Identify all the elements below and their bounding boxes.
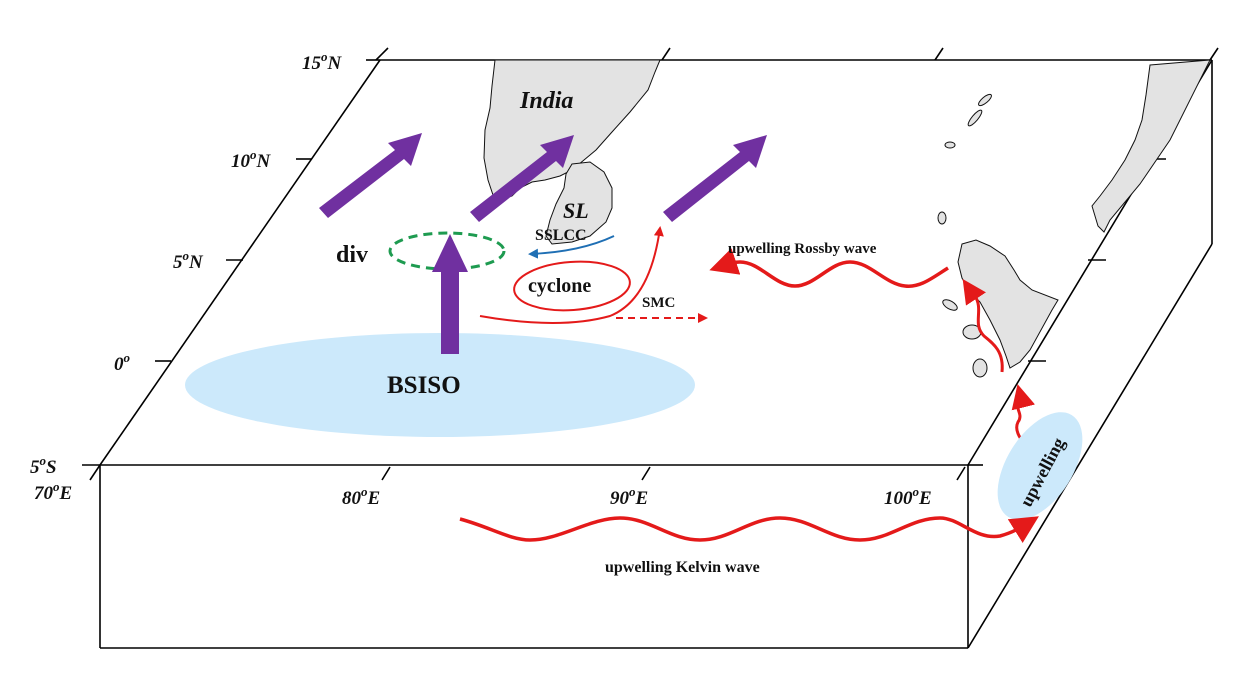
sumatra-landmass <box>957 239 1059 369</box>
lon-label-90e: 90oE <box>610 484 648 509</box>
cyclone-loop <box>513 260 631 312</box>
lon-label-70e: 70oE <box>34 479 72 504</box>
india-landmass <box>483 59 661 201</box>
lat-label-5s: 5oS <box>30 453 57 478</box>
cyclone-label: cyclone <box>528 275 591 297</box>
map-box <box>99 59 1213 649</box>
smc-label: SMC <box>642 295 675 311</box>
rossby-wave-arrow <box>709 248 949 288</box>
rossby-wave-label: upwelling Rossby wave <box>728 241 877 257</box>
left-slant-edge <box>99 59 381 466</box>
lon-label-80e: 80oE <box>342 484 380 509</box>
bsiso-label: BSISO <box>387 372 461 399</box>
upwelling-region <box>997 412 1083 520</box>
longitude-ticks <box>89 47 1219 481</box>
india-label: India <box>519 88 573 114</box>
side-bottom-edge <box>967 243 1213 649</box>
lat-label-5n: 5oN <box>173 248 204 273</box>
lat-label-10n: 10oN <box>231 147 272 172</box>
lat-label-0: 0o <box>114 350 131 375</box>
monsoon-arrow-1 <box>319 133 422 218</box>
bsiso-upward-arrow <box>432 234 468 354</box>
kelvin-wave-arrow <box>459 516 1039 544</box>
sri-lanka-landmass <box>545 161 613 245</box>
bsiso-region <box>185 333 695 437</box>
kelvin-wave-label: upwelling Kelvin wave <box>605 559 760 576</box>
sslcc-current-arrow <box>528 235 615 259</box>
smc-current-arrow <box>479 226 664 324</box>
monsoon-arrow-3 <box>663 135 767 222</box>
malay-peninsula-landmass <box>1091 59 1211 233</box>
andaman-islands <box>937 93 992 378</box>
monsoon-arrow-2 <box>470 135 574 222</box>
coastal-kelvin-wave-arrow <box>962 279 1004 373</box>
lat-label-15n: 15oN <box>302 49 343 74</box>
sri-lanka-label: SL <box>563 198 589 223</box>
div-label: div <box>336 242 368 268</box>
coastal-kelvin-wave-lower-arrow <box>1011 384 1036 446</box>
latitude-ticks <box>82 59 1166 466</box>
sslcc-label: SSLCC <box>535 227 587 244</box>
lon-label-100e: 100oE <box>884 484 932 509</box>
